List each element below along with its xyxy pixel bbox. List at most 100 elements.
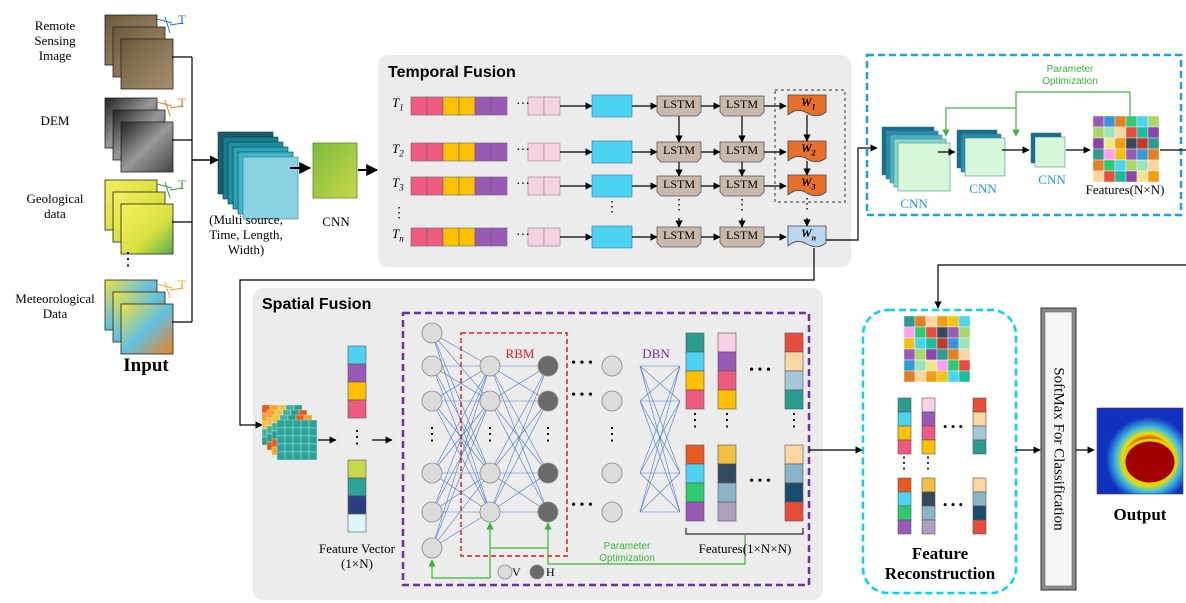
feature-column-cell: [784, 482, 804, 503]
lstm-cell: [656, 141, 702, 163]
sequence-cell: [543, 176, 561, 196]
weight-subscript: n: [811, 233, 817, 243]
sequence-cell: [442, 142, 460, 162]
reconstructed-grid-cell: [958, 370, 971, 383]
feature-column-cell: [784, 389, 804, 410]
feature-grid-cell: [1092, 170, 1105, 183]
weight-subscript: 3: [811, 182, 816, 192]
sequence-cell: [410, 142, 428, 162]
input-label-1: DEM: [40, 113, 70, 128]
network-link: [489, 365, 549, 513]
visible-node: [421, 501, 443, 523]
reconstructed-grid-cell: [958, 337, 971, 350]
lstm-cell: [719, 226, 765, 248]
attention-weight-block: [787, 140, 827, 163]
sequence-cell: [426, 142, 444, 162]
reconstruction-cell: [897, 411, 912, 427]
network-link: [639, 400, 681, 474]
reconstructed-grid-cell: [958, 359, 971, 372]
feature-grid-cell: [1136, 137, 1149, 150]
feature-grid-cell: [1103, 137, 1116, 150]
cnn-stage-label: CNN: [1038, 172, 1066, 187]
feature-column-cell: [784, 370, 804, 391]
attention-weight-block: [787, 174, 827, 197]
layer-ellipsis: • • •: [571, 388, 593, 403]
feature-column-cell: [717, 332, 737, 353]
feature-grid-cell: [1125, 170, 1138, 183]
node-ellipsis: ⋮: [603, 424, 621, 444]
output-title: Output: [1113, 505, 1167, 524]
embedding-block: [591, 225, 633, 249]
visible-node: [479, 462, 501, 484]
lstm-cell: [656, 226, 702, 248]
reconstructed-grid-cell: [914, 326, 927, 339]
reconstructed-grid-cell: [958, 348, 971, 361]
rows-ellipsis: ⋮: [605, 200, 619, 215]
dbn-box: [401, 311, 811, 587]
feature-vector-cell: [347, 477, 367, 497]
reconstructed-grid-cell: [914, 370, 927, 383]
reconstructed-grid-cell: [925, 315, 938, 328]
sequence-cell: [490, 142, 508, 162]
feature-cube-cell: [300, 451, 310, 461]
optimization-feedback: [544, 522, 746, 565]
sequence-cell: [543, 227, 561, 247]
visible-node: [479, 355, 501, 377]
reconstructed-grid-cell: [914, 359, 927, 372]
feature-column-cell: [717, 463, 737, 484]
feature-grid-cell: [1147, 126, 1160, 139]
feature-grid-cell: [1147, 148, 1160, 161]
rbm-box: [460, 332, 568, 557]
feature-grid-cell: [1136, 148, 1149, 161]
feature-grid-cell: [1114, 137, 1127, 150]
hidden-node: [537, 462, 559, 484]
feature-grid-cell: [1136, 115, 1149, 128]
time-step-subscript: 1: [399, 102, 404, 113]
reconstructed-grid-cell: [936, 326, 949, 339]
feature-grid-cell: [1147, 170, 1160, 183]
reconstructed-grid-cell: [925, 370, 938, 383]
feature-grid-cell: [1103, 126, 1116, 139]
embedding-block: [591, 140, 633, 164]
feature-column-cell: [685, 501, 705, 522]
feature-cube-cell: [300, 427, 310, 437]
feature-cube-cell: [284, 451, 294, 461]
visible-node: [421, 390, 443, 412]
reconstruction-cell: [921, 477, 936, 493]
cnn-stage-label: CNN: [900, 196, 928, 211]
reconstruction-cell: [972, 491, 987, 507]
node-ellipsis: ⋮: [481, 424, 499, 444]
sequence-cell: [527, 227, 545, 247]
attention-weight-block: [787, 225, 827, 248]
attention-weight-block: [787, 94, 827, 117]
weights-dashed-box: [774, 89, 846, 203]
feature-grid-cell: [1103, 159, 1116, 172]
sequence-ellipsis: …: [516, 139, 530, 154]
reconstruction-title: Feature Reconstruction: [884, 544, 996, 583]
weight-label: W3: [801, 175, 816, 192]
remote-sensing-image-layer: [120, 38, 174, 90]
lstm-label: LSTM: [725, 228, 759, 242]
feature-cube-cell: [284, 435, 294, 445]
feature-grid-cell: [1136, 126, 1149, 139]
sequence-cell: [442, 227, 460, 247]
embedding-block: [591, 174, 633, 198]
reconstructed-grid-cell: [947, 359, 960, 372]
feature-grid-cell: [1114, 170, 1127, 183]
feature-column-cell: [784, 444, 804, 465]
network-link: [639, 400, 681, 513]
reconstruction-ellipsis: • • •: [942, 497, 964, 512]
reconstructed-grid-cell: [958, 326, 971, 339]
visible-node: [421, 355, 443, 377]
lstm-cell: [719, 141, 765, 163]
weight-subscript: 2: [811, 148, 816, 158]
reconstruction-cell: [897, 505, 912, 521]
network-link: [431, 365, 491, 549]
rows-ellipsis: ⋮: [672, 198, 686, 213]
softmax-inner: [1044, 311, 1073, 587]
reconstruction-cell: [972, 397, 987, 413]
reconstructed-grid-cell: [925, 337, 938, 350]
reconstruction-cell: [921, 439, 936, 455]
sequence-cell: [442, 96, 460, 116]
